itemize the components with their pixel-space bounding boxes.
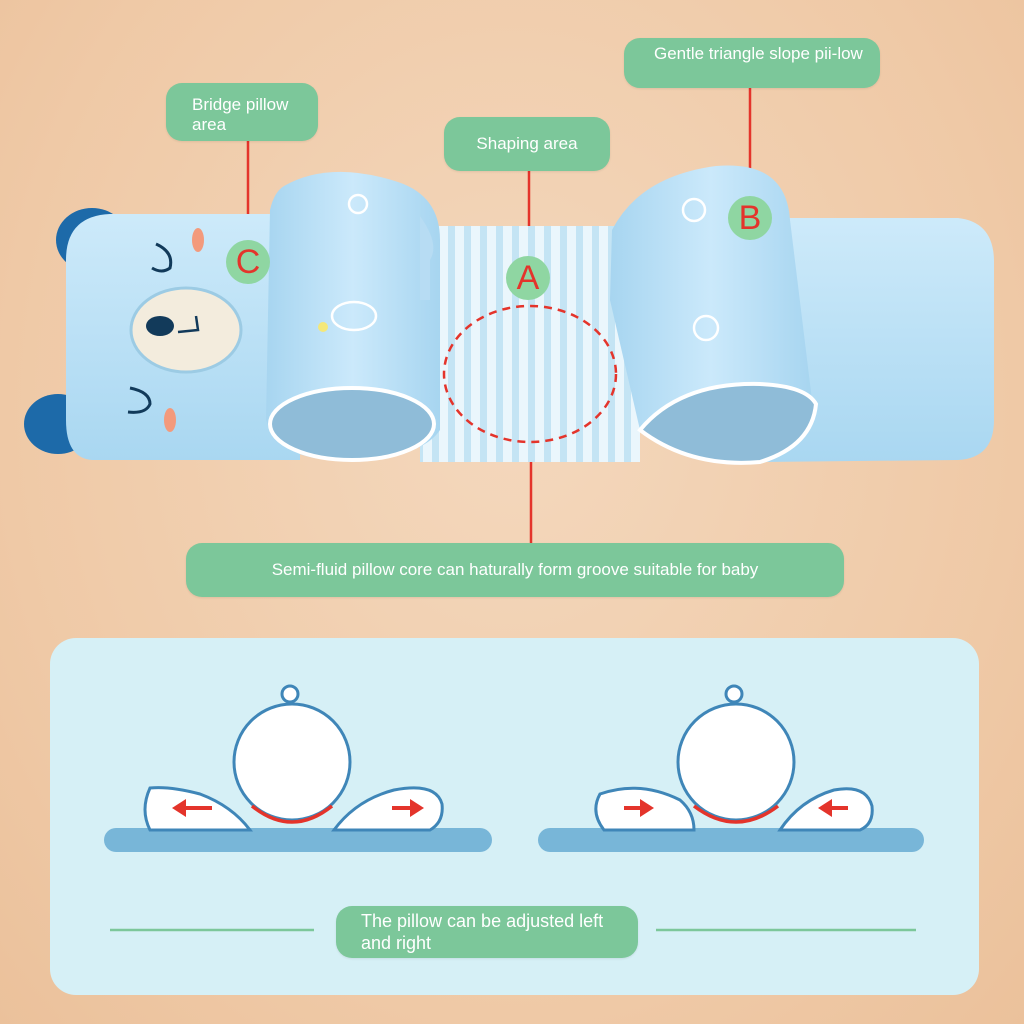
bear-mouth: [177, 315, 200, 334]
cloud-icon: [330, 300, 378, 332]
mattress-left: [104, 828, 492, 852]
shaping-area-outline: [442, 304, 618, 444]
diagram-left: [104, 684, 492, 852]
baby-head-right-top: [724, 684, 744, 704]
head-groove-left: [250, 804, 334, 824]
baby-head-left: [232, 702, 352, 822]
pillow-right-flap: [760, 218, 994, 462]
roll-left-flap: [420, 216, 434, 300]
roll-left-end: [268, 386, 436, 462]
marker-c: C: [226, 240, 270, 284]
head-groove-right: [692, 804, 780, 824]
arrow-right-out: [392, 799, 424, 817]
roll-right-end: [637, 381, 819, 465]
arrow-left-in: [624, 799, 654, 817]
marker-a: A: [506, 256, 550, 300]
bridge-pillow-label: Bridge pillow area: [166, 83, 318, 141]
adjustable-label: The pillow can be adjusted left and righ…: [336, 906, 638, 958]
roll-left: [266, 171, 440, 460]
gentle-slope-label: Gentle triangle slope pii-low: [624, 38, 880, 88]
shaping-area-label: Shaping area: [444, 117, 610, 171]
bear-eye-top: [151, 242, 173, 273]
wedge-left-b: [331, 786, 444, 832]
bear-cheek-top: [192, 228, 204, 252]
star-icon: [318, 322, 328, 332]
bear-eye-bottom: [127, 386, 152, 414]
arrow-right-in: [818, 799, 848, 817]
pillow-middle-striped: [420, 226, 640, 462]
bear-cheek-bottom: [164, 408, 176, 432]
baby-head-left-top: [280, 684, 300, 704]
mattress-right: [538, 828, 924, 852]
semi-fluid-core-label: Semi-fluid pillow core can haturally for…: [186, 543, 844, 597]
paw-icon-left: [347, 193, 369, 215]
diagram-right: [538, 684, 924, 852]
paw-icon-right-bottom: [692, 314, 720, 342]
bear-nose: [146, 316, 174, 336]
marker-b: B: [728, 196, 772, 240]
baby-head-right: [676, 702, 796, 822]
arrow-left-out: [172, 799, 212, 817]
paw-icon-right-top: [681, 197, 707, 223]
